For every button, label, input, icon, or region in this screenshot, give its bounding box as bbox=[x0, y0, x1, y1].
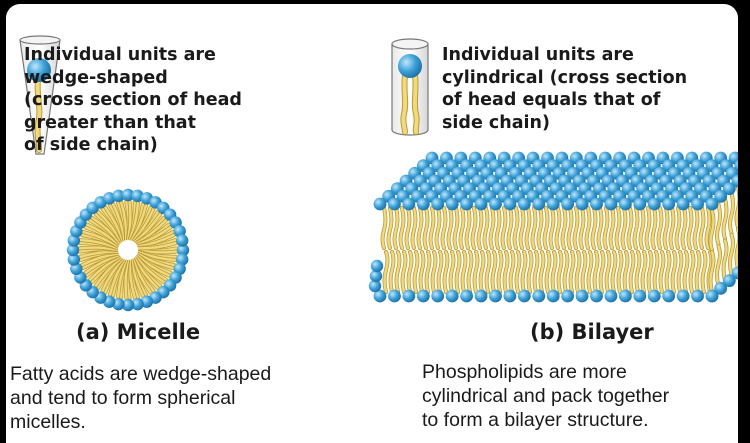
bilayer-caption: (b) Bilayer bbox=[530, 320, 654, 344]
description-line: cylindrical (cross section bbox=[442, 67, 688, 88]
description-line: wedge-shaped bbox=[24, 67, 168, 88]
description-line: (cross section of head bbox=[24, 90, 242, 110]
micelle-explanation: Fatty acids are wedge-shaped and tend to… bbox=[10, 362, 330, 434]
wedge-unit-icon bbox=[19, 35, 61, 155]
explanation-line: to form a bilayer structure. bbox=[422, 409, 649, 431]
cylinder-unit-icon bbox=[391, 38, 429, 136]
bilayer-explanation: Phospholipids are more cylindrical and p… bbox=[422, 360, 738, 432]
lipid-illustration bbox=[19, 35, 738, 312]
explanation-line: Fatty acids are wedge-shaped bbox=[10, 363, 272, 385]
explanation-line: micelles. bbox=[10, 411, 86, 433]
description-line: of side chain) bbox=[24, 135, 158, 155]
description-line: of head equals that of bbox=[442, 90, 661, 110]
explanation-line: cylindrical and pack together bbox=[422, 385, 670, 407]
description-line: Individual units are bbox=[442, 45, 634, 65]
explanation-line: and tend to form spherical bbox=[10, 387, 236, 409]
wedge-unit-description: Individual units are wedge-shaped (cross… bbox=[24, 44, 304, 157]
micelle-diagram bbox=[66, 188, 190, 312]
description-line: greater than that bbox=[24, 112, 196, 133]
description-line: Individual units are bbox=[24, 45, 216, 65]
figure-panel: Individual units are wedge-shaped (cross… bbox=[6, 4, 738, 443]
explanation-line: Phospholipids are more bbox=[422, 361, 627, 383]
cylinder-unit-description: Individual units are cylindrical (cross … bbox=[442, 44, 732, 134]
description-line: side chain) bbox=[442, 112, 550, 133]
micelle-caption: (a) Micelle bbox=[76, 320, 201, 344]
bilayer-diagram bbox=[368, 151, 738, 303]
